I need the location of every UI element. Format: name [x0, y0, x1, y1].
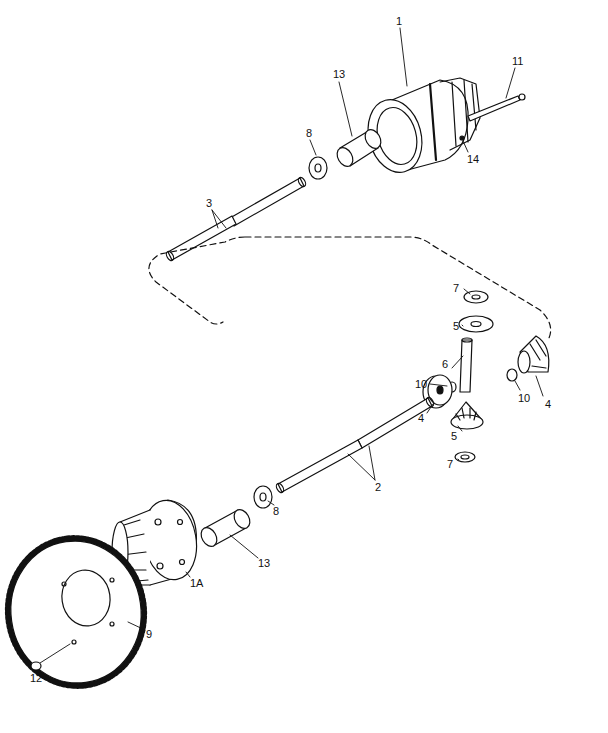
callout-number: 13 [333, 68, 345, 80]
sprocket [0, 529, 154, 694]
callout-number: 10 [518, 392, 530, 404]
callout-number: 5 [453, 320, 459, 332]
callout-number: 7 [447, 458, 453, 470]
callout-number: 7 [453, 282, 459, 294]
callout-number: 4 [418, 412, 424, 424]
pin [468, 96, 520, 121]
callout-number: 9 [146, 628, 152, 640]
callout-number: 2 [375, 481, 381, 493]
callout-number: 14 [467, 153, 479, 165]
callout-number: 13 [258, 557, 270, 569]
callout-number: 8 [306, 127, 312, 139]
callout-number: 8 [273, 505, 279, 517]
callout-number: 3 [206, 197, 212, 209]
callout-number: 6 [442, 358, 448, 370]
leader-lines [128, 28, 543, 630]
callout-number: 10 [415, 378, 427, 390]
callout-number: 1 [396, 15, 402, 27]
callout-number: 1A [190, 577, 203, 589]
housing [360, 78, 480, 178]
callout-number: 11 [512, 55, 523, 67]
callout-number: 12 [30, 672, 42, 684]
callout-number: 5 [451, 430, 457, 442]
callout-number: 4 [545, 398, 551, 410]
